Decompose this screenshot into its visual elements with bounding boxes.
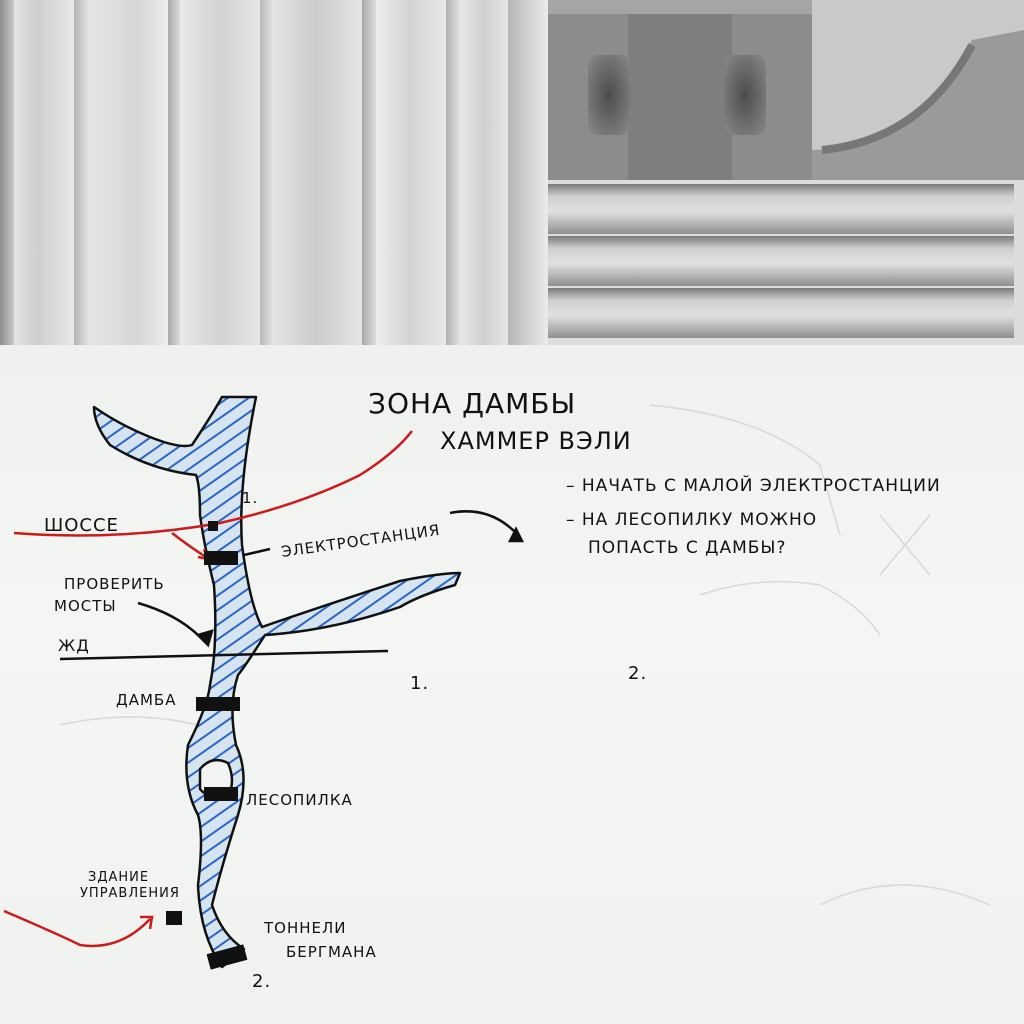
marker-point-2: 2. bbox=[628, 663, 647, 684]
plank bbox=[460, 0, 508, 345]
plank bbox=[260, 0, 272, 345]
red-arrow-icon bbox=[3, 909, 151, 948]
highway-line bbox=[13, 430, 413, 537]
texture-atlas-region bbox=[0, 0, 1024, 345]
plank bbox=[362, 0, 376, 345]
label-control-building-2: УПРАВЛЕНИЯ bbox=[80, 886, 180, 901]
arrowhead-icon bbox=[140, 915, 154, 930]
plank bbox=[88, 0, 168, 345]
label-tunnels-2: БЕРГМАНА bbox=[286, 943, 377, 961]
label-highway: ШОССЕ bbox=[44, 515, 119, 536]
label-check-bridges-1: ПРОВЕРИТЬ bbox=[64, 575, 165, 593]
label-dam: ДАМБА bbox=[116, 691, 176, 709]
faint-sketch-marks bbox=[59, 404, 991, 906]
site-markers bbox=[166, 521, 248, 970]
plank bbox=[168, 0, 180, 345]
hand-drawn-map: ЗОНА ДАМБЫ ХАММЕР ВЭЛИ – НАЧАТЬ С МАЛОЙ … bbox=[3, 387, 991, 992]
bracket-region bbox=[812, 0, 1024, 180]
label-control-building-1: ЗДАНИЕ bbox=[88, 870, 149, 885]
plank bbox=[0, 0, 14, 345]
map-subtitle: ХАММЕР ВЭЛИ bbox=[440, 427, 632, 455]
plank bbox=[14, 0, 74, 345]
plank bbox=[180, 0, 260, 345]
plank bbox=[272, 0, 362, 345]
label-sawmill: ЛЕСОПИЛКА bbox=[246, 791, 353, 809]
horizontal-bars bbox=[548, 180, 1024, 345]
label-railway: ЖД bbox=[58, 636, 90, 655]
note-line-3: ПОПАСТЬ С ДАМБЫ? bbox=[588, 538, 786, 558]
map-title: ЗОНА ДАМБЫ bbox=[368, 387, 576, 420]
red-arrow-icon bbox=[171, 532, 207, 559]
plank bbox=[446, 0, 460, 345]
note-line-2: – НА ЛЕСОПИЛКУ МОЖНО bbox=[566, 510, 817, 530]
note-line-1: – НАЧАТЬ С МАЛОЙ ЭЛЕКТРОСТАНЦИИ bbox=[566, 474, 941, 496]
plank bbox=[376, 0, 446, 345]
marker-point-1: 1. bbox=[410, 673, 429, 694]
marker-river-bottom: 2. bbox=[252, 971, 271, 992]
ink-arrows bbox=[137, 510, 525, 648]
label-power-station: ЭЛЕКТРОСТАНЦИЯ bbox=[280, 521, 441, 561]
label-check-bridges-2: МОСТЫ bbox=[54, 597, 117, 615]
plank bbox=[508, 0, 548, 345]
railway-line bbox=[59, 649, 389, 661]
marker-river-top: 1. bbox=[242, 489, 258, 507]
plank bbox=[74, 0, 88, 345]
label-tunnels-1: ТОННЕЛИ bbox=[263, 919, 347, 937]
hinge-block bbox=[548, 0, 812, 180]
